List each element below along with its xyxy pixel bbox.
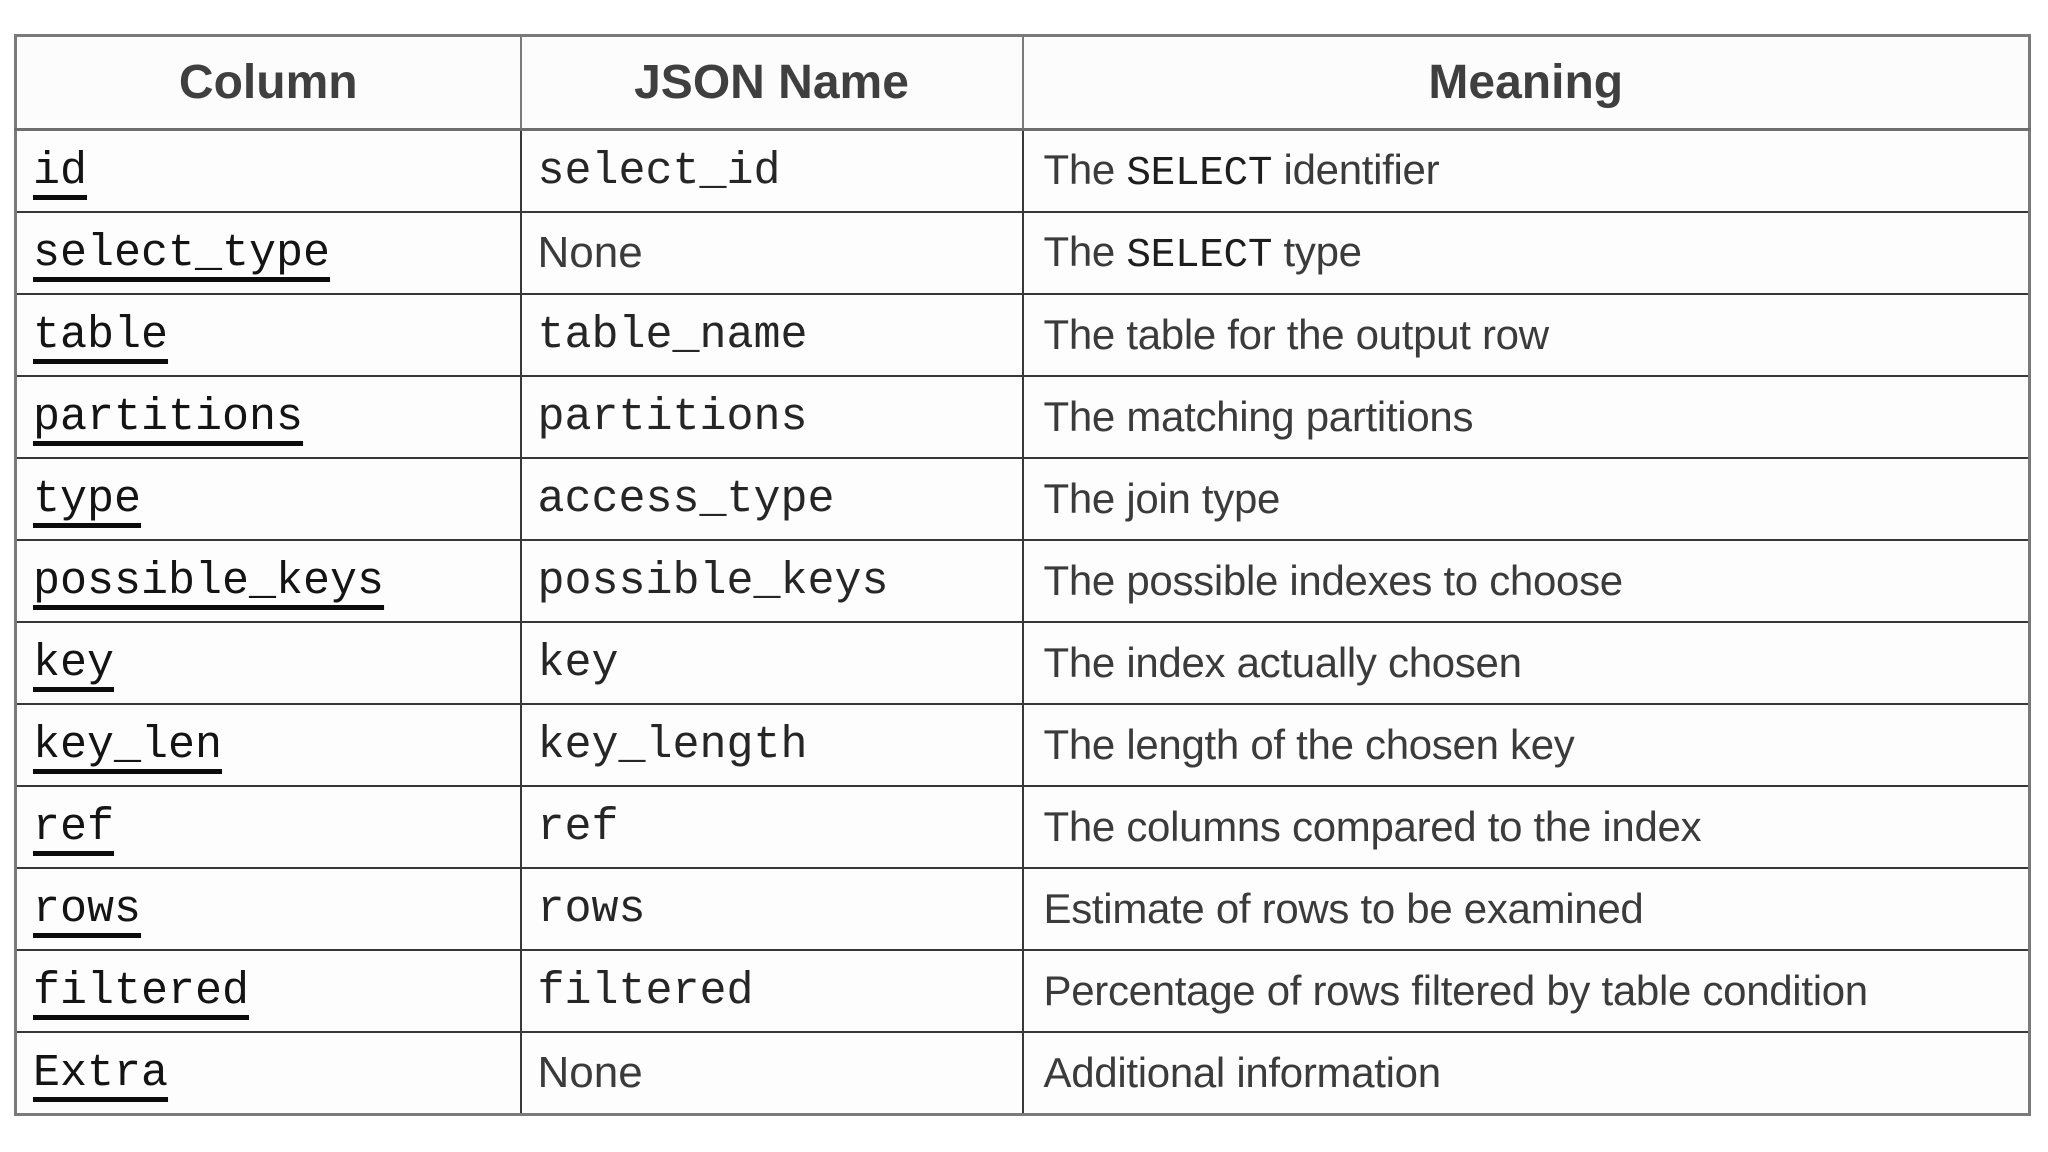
meaning-text: The: [1043, 145, 1127, 193]
column-cell: table: [14, 293, 522, 377]
column-cell: Extra: [14, 1031, 522, 1116]
meaning-text: The: [1043, 227, 1127, 275]
json-name-cell: possible_keys: [519, 539, 1024, 623]
column-link[interactable]: possible_keys: [33, 556, 385, 607]
column-cell: filtered: [14, 949, 522, 1033]
meaning-text: The index actually chosen: [1043, 639, 1522, 686]
table-row: partitions partitions The matching partiti…: [14, 375, 2031, 459]
json-name-text: None: [537, 228, 643, 277]
meaning-text: The matching partitions: [1043, 393, 1474, 440]
table-row: table table_name The table for the output …: [14, 293, 2031, 377]
table-row: id select_id The SELECT identifier: [14, 128, 2031, 213]
column-cell: select_type: [14, 211, 522, 295]
json-name-cell: table_name: [519, 293, 1024, 377]
json-name-text: key: [537, 638, 619, 689]
meaning-text: Additional information: [1043, 1049, 1442, 1096]
meaning-cell: Percentage of rows filtered by table con…: [1021, 949, 2031, 1033]
json-name-text: key_length: [537, 720, 808, 771]
json-name-cell: None: [519, 211, 1024, 295]
json-name-cell: filtered: [519, 949, 1024, 1033]
table-row: key_len key_length The length of the chose…: [14, 703, 2031, 787]
header-row: Column JSON Name Meaning: [14, 34, 2031, 131]
column-link[interactable]: type: [33, 474, 142, 525]
meaning-code-text: SELECT: [1126, 150, 1273, 197]
column-cell: type: [14, 457, 522, 541]
meaning-cell: The columns compared to the index: [1021, 785, 2031, 869]
table-row: rows rows Estimate of rows to be examined: [14, 867, 2031, 951]
column-link[interactable]: table: [33, 310, 169, 361]
json-name-cell: access_type: [519, 457, 1024, 541]
column-link[interactable]: id: [33, 146, 88, 197]
meaning-text: The join type: [1043, 475, 1281, 522]
meaning-cell: The index actually chosen: [1021, 621, 2031, 705]
json-name-text: rows: [537, 884, 646, 935]
json-name-cell: None: [519, 1031, 1024, 1116]
table-row: Extra None Additional information: [14, 1031, 2031, 1116]
json-name-cell: select_id: [519, 128, 1024, 213]
table-row: possible_keys possible_keys The possible i…: [14, 539, 2031, 623]
meaning-text: The columns compared to the index: [1043, 803, 1702, 850]
meaning-text: type: [1272, 227, 1363, 275]
meaning-text: The table for the output row: [1043, 311, 1550, 358]
json-name-text: None: [537, 1048, 643, 1097]
column-link[interactable]: Extra: [33, 1048, 169, 1099]
meaning-text: identifier: [1272, 145, 1440, 193]
column-header-json-name: JSON Name: [519, 34, 1024, 131]
meaning-text: Percentage of rows filtered by table con…: [1043, 967, 1869, 1014]
json-name-text: access_type: [537, 474, 835, 525]
meaning-cell: The table for the output row: [1021, 293, 2031, 377]
meaning-cell: The SELECT type: [1021, 211, 2031, 295]
meaning-cell: The length of the chosen key: [1021, 703, 2031, 787]
json-name-cell: key_length: [519, 703, 1024, 787]
column-link[interactable]: key_len: [33, 720, 223, 771]
table-row: ref ref The columns compared to the index: [14, 785, 2031, 869]
json-name-text: select_id: [537, 146, 781, 197]
column-cell: ref: [14, 785, 522, 869]
column-link[interactable]: ref: [33, 802, 115, 853]
column-header-meaning: Meaning: [1021, 34, 2031, 131]
column-cell: id: [14, 128, 522, 213]
meaning-text: The length of the chosen key: [1043, 721, 1575, 768]
json-name-text: possible_keys: [537, 556, 889, 607]
meaning-cell: The matching partitions: [1021, 375, 2031, 459]
table-row: select_type None The SELECT type: [14, 211, 2031, 295]
json-name-cell: rows: [519, 867, 1024, 951]
table-row: filtered filtered Percentage of rows filte…: [14, 949, 2031, 1033]
json-name-text: partitions: [537, 392, 808, 443]
json-name-text: ref: [537, 802, 619, 853]
json-name-cell: partitions: [519, 375, 1024, 459]
json-name-text: filtered: [537, 966, 754, 1017]
column-cell: key: [14, 621, 522, 705]
meaning-cell: The SELECT identifier: [1021, 128, 2031, 213]
meaning-code-text: SELECT: [1126, 232, 1273, 279]
meaning-cell: Additional information: [1021, 1031, 2031, 1116]
meaning-cell: The join type: [1021, 457, 2031, 541]
table-row: type access_type The join type: [14, 457, 2031, 541]
column-header-column: Column: [14, 34, 522, 131]
column-cell: key_len: [14, 703, 522, 787]
column-cell: rows: [14, 867, 522, 951]
table-header: Column JSON Name Meaning: [14, 34, 2031, 131]
column-link[interactable]: partitions: [33, 392, 304, 443]
json-name-text: table_name: [537, 310, 808, 361]
meaning-text: Estimate of rows to be examined: [1043, 885, 1644, 932]
column-link[interactable]: key: [33, 638, 115, 689]
column-cell: partitions: [14, 375, 522, 459]
json-name-cell: ref: [519, 785, 1024, 869]
meaning-text: The possible indexes to choose: [1043, 557, 1624, 604]
meaning-cell: Estimate of rows to be examined: [1021, 867, 2031, 951]
column-cell: possible_keys: [14, 539, 522, 623]
column-link[interactable]: filtered: [33, 966, 250, 1017]
column-link[interactable]: select_type: [33, 228, 331, 279]
table-row: key key The index actually chosen: [14, 621, 2031, 705]
meaning-cell: The possible indexes to choose: [1021, 539, 2031, 623]
column-link[interactable]: rows: [33, 884, 142, 935]
json-name-cell: key: [519, 621, 1024, 705]
